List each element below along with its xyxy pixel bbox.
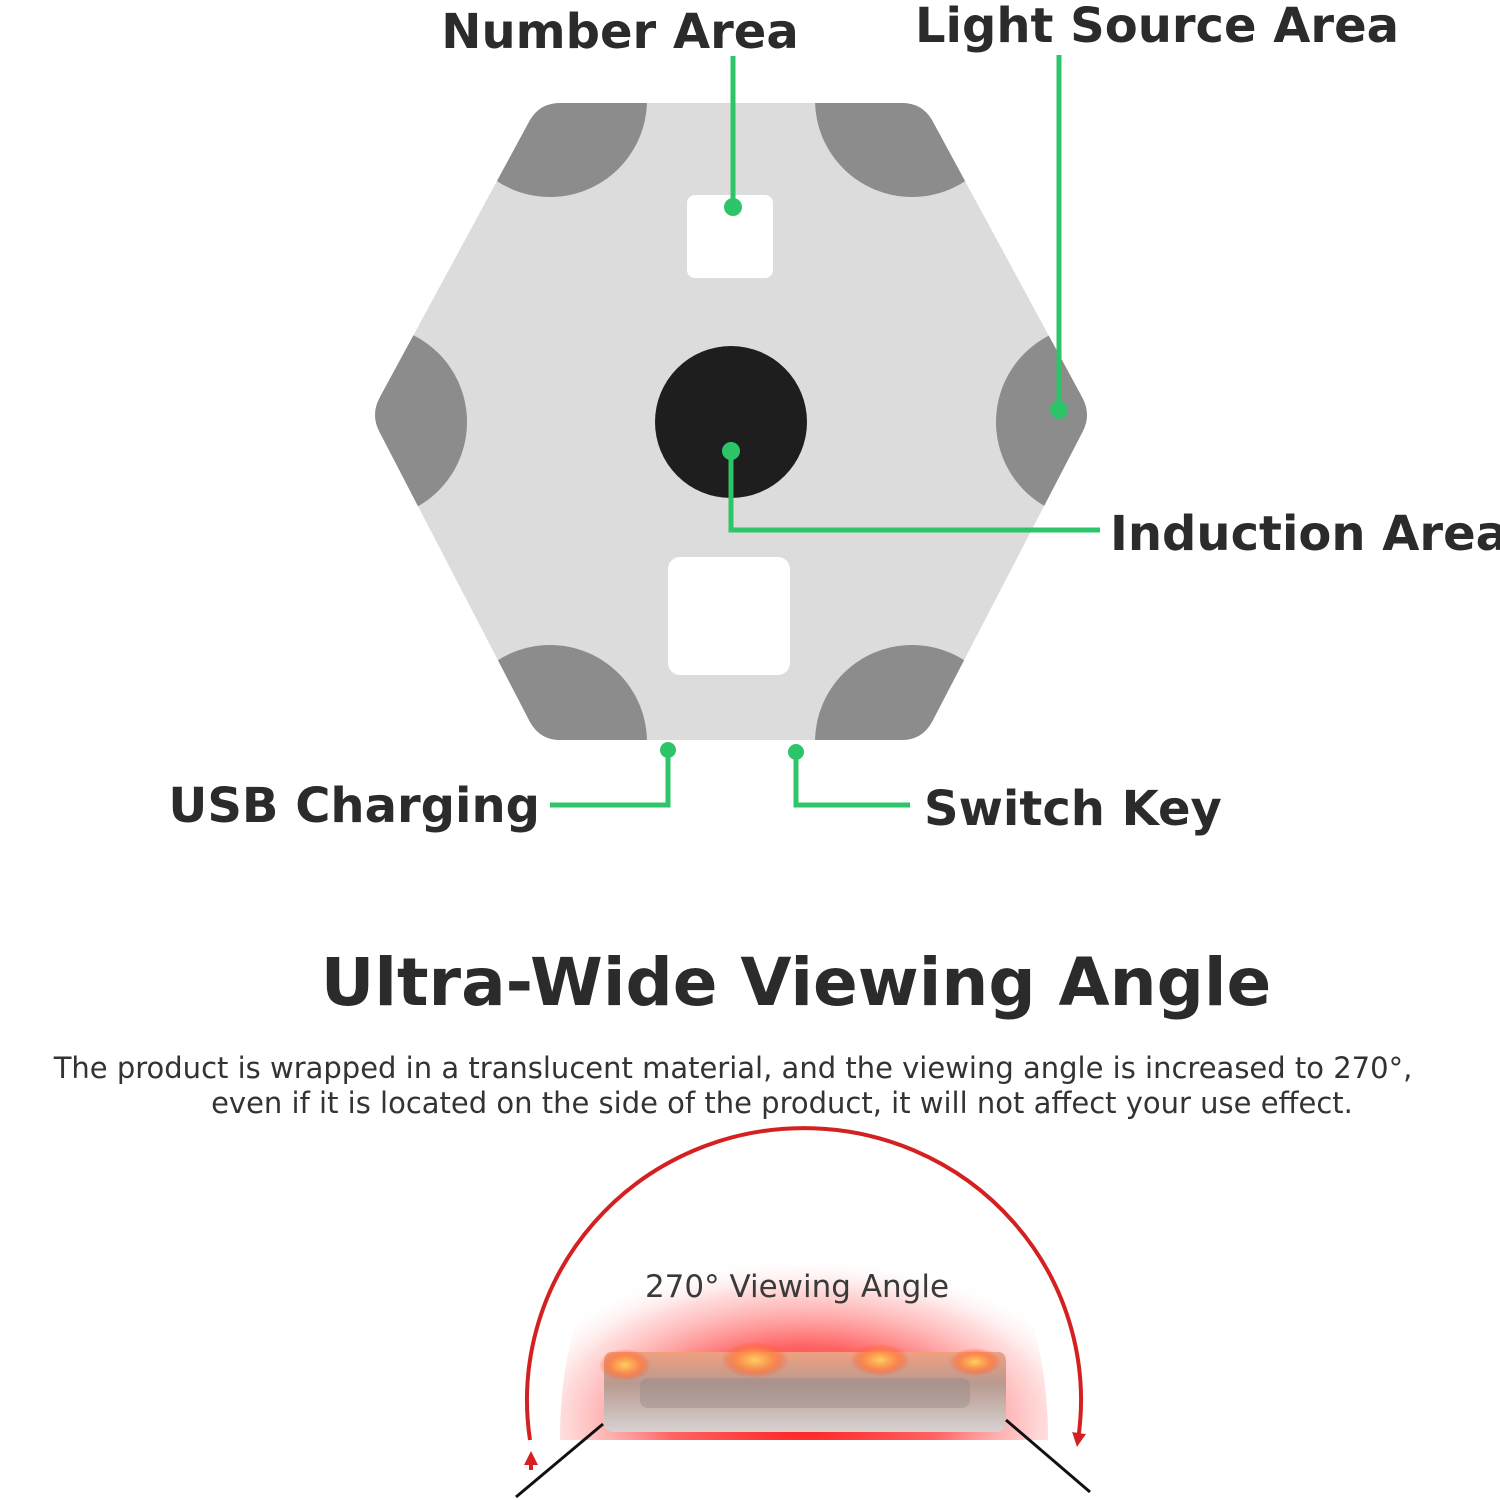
induction-area-dot [722,442,740,460]
led-glow-1 [599,1349,651,1381]
disk-inner-shade [640,1378,970,1408]
label-induction-area: Induction Area [1110,506,1500,562]
light-lobe-right [996,325,1087,519]
induction-area-leader [728,451,1100,533]
usb-charging-leader [550,750,671,808]
section-description-line-1: The product is wrapped in a translucent … [53,1051,1413,1085]
section-description-line-2: even if it is located on the side of the… [211,1086,1353,1120]
light-lobe-left [375,325,467,519]
led-glow-4 [949,1348,1001,1376]
section-title: Ultra-Wide Viewing Angle [321,944,1272,1021]
switch-key-leader [793,752,910,808]
viewing-angle-illustration: 270° Viewing Angle [515,1126,1091,1499]
switch-key-dot [788,744,804,760]
viewing-angle-arc [525,1126,1086,1447]
label-usb-charging: USB Charging [168,778,540,834]
label-light-source-area: Light Source Area [915,0,1399,54]
switch-window [668,557,790,675]
side-line-right [1005,1418,1091,1494]
label-number-area: Number Area [441,4,798,60]
label-switch-key: Switch Key [924,781,1222,837]
light-source-dot [1050,401,1068,419]
callout-lines [550,55,1100,808]
disk-shape [604,1352,1006,1432]
number-window [687,195,773,278]
translucent-disk [599,1342,1006,1432]
led-glow-2 [721,1342,789,1378]
led-glow-3 [850,1344,910,1376]
number-area-dot [724,198,742,216]
side-line-left [515,1422,604,1499]
usb-charging-dot [660,742,676,758]
viewing-angle-label: 270° Viewing Angle [645,1269,949,1305]
induction-sensor [655,346,807,498]
callout-dots [660,198,1068,760]
